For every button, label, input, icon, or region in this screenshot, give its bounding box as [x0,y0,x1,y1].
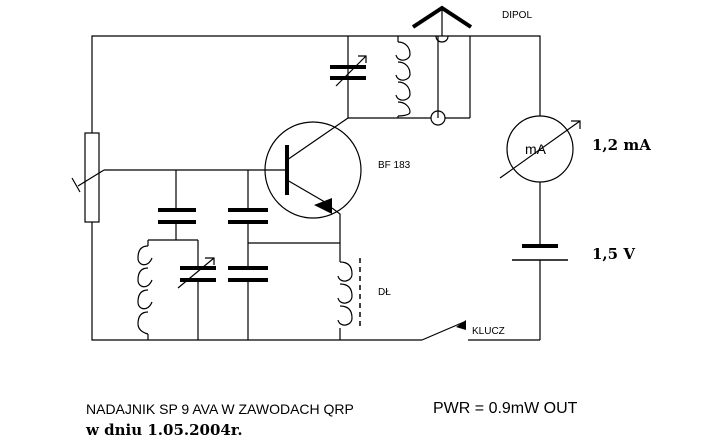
transistor-bf183 [264,117,362,250]
caption-date: w dniu 1.05.2004r. [86,421,243,439]
battery [512,182,568,340]
base-network [137,170,340,340]
tank-circuit [330,36,471,126]
milliammeter [499,115,581,183]
battery-voltage: 1,5 V [592,245,635,263]
rf-choke [337,250,361,340]
bottom-rail-wire [91,222,540,341]
potentiometer [71,132,268,223]
key-label: KLUCZ [472,326,505,337]
caption-title: NADAJNIK SP 9 AVA W ZAWODACH QRP [86,401,354,417]
output-power: PWR = 0.9mW OUT [433,400,578,417]
antenna-dipole [411,5,473,43]
key-switch [421,320,466,341]
transistor-label: BF 183 [378,160,411,171]
antenna-label: DIPOL [502,10,533,21]
current-reading: 1,2 mA [592,136,651,154]
top-rail-wire [91,35,541,133]
meter-symbol: mA [525,141,546,157]
choke-label: DŁ [378,287,391,298]
